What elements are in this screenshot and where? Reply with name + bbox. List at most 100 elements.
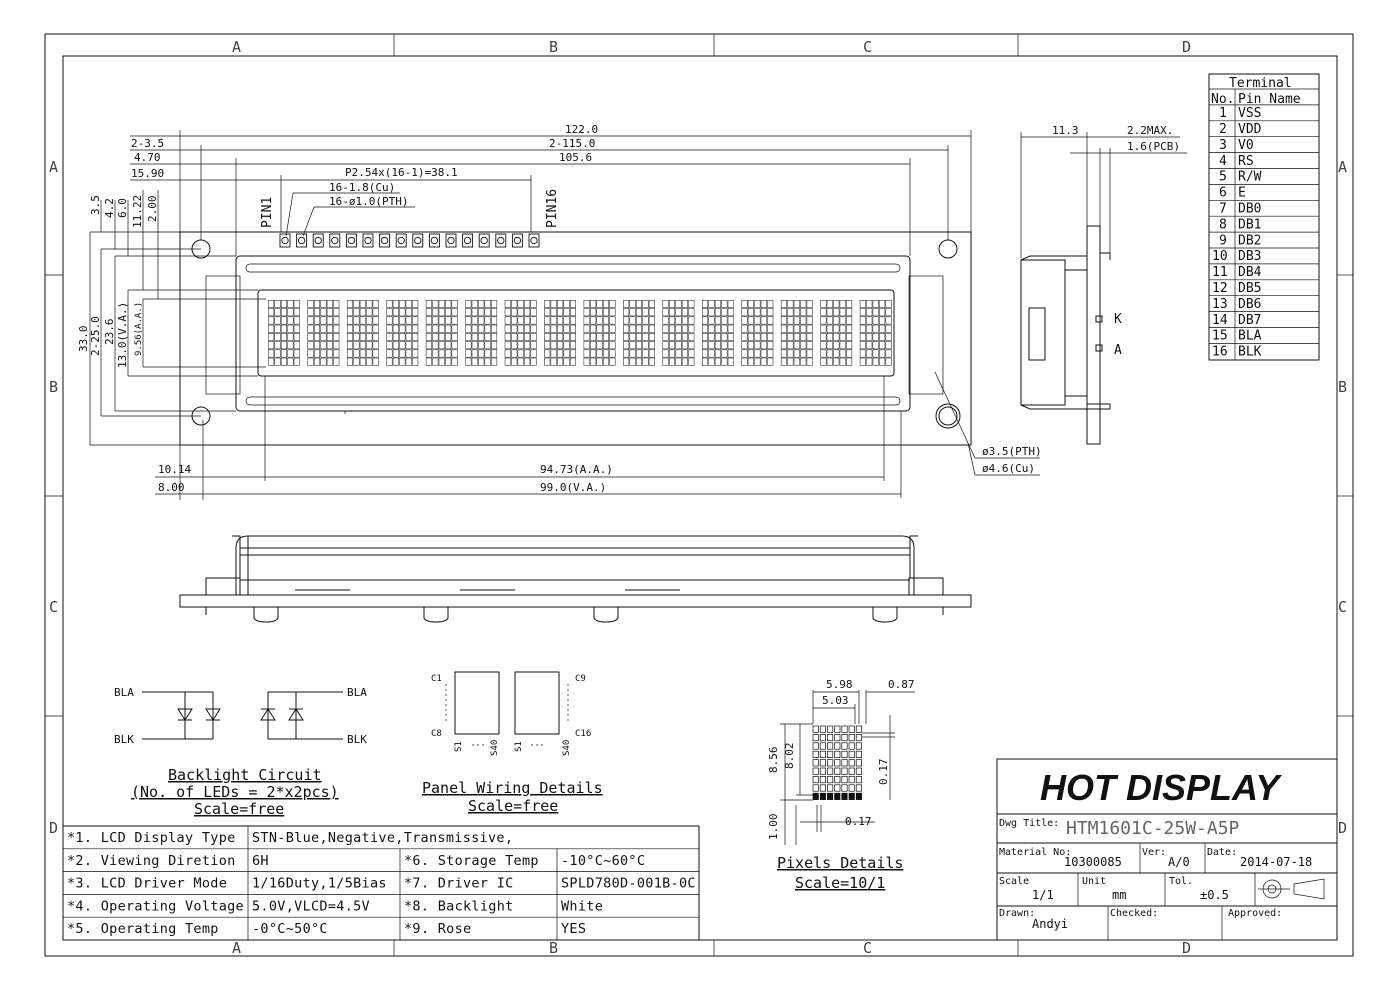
dim-left-1590: 15.90 <box>131 167 164 180</box>
char-cell <box>859 300 892 366</box>
pix-d017v: 0.17 <box>877 759 890 786</box>
terminal-row-pin: R/W <box>1238 170 1262 185</box>
pixel-dot <box>827 750 834 758</box>
pin <box>495 233 507 248</box>
pixel-dot <box>819 784 826 792</box>
pixel-dot <box>834 784 841 792</box>
pix-d856: 8.56 <box>767 747 780 774</box>
pixel-dot <box>841 750 848 758</box>
dim-bezel-width: 105.6 <box>559 151 592 164</box>
pixel-dot <box>855 759 862 767</box>
panel-wiring: C1 C8 C9 C16 S1 S40 S1 S40 Panel Wiring … <box>422 671 603 815</box>
title-block: HOT DISPLAY Dwg Title: HTM1601C-25W-A5P … <box>996 758 1338 941</box>
dwg-title-label: Dwg Title: <box>999 818 1059 829</box>
pixel-dot <box>848 784 855 792</box>
pixel-dot <box>819 759 826 767</box>
pixel-dot <box>855 792 862 800</box>
pixel-dot <box>812 759 819 767</box>
dim-v-42: 4.2 <box>103 198 116 218</box>
dim-pin-pth: 16-ø1.0(PTH) <box>329 195 408 208</box>
pixel-dot <box>848 792 855 800</box>
terminal-row-pin: VSS <box>1238 106 1261 121</box>
terminal-row-no: 11 <box>1212 265 1228 280</box>
date-value: 2014-07-18 <box>1240 855 1312 869</box>
pixels-detail: 5.98 0.87 5.03 8.56 8.02 0.17 1.00 0.17 … <box>767 678 915 892</box>
pix-d017h: 0.17 <box>845 815 872 828</box>
terminal-header-pin: Pin Name <box>1238 92 1301 107</box>
pixel-dot <box>812 767 819 775</box>
row-label-a-right: A <box>1338 158 1347 176</box>
pixel-dot <box>834 742 841 750</box>
col-label-c-top: C <box>863 38 872 56</box>
tol-label: Tol. <box>1169 876 1193 887</box>
dim-v-35: 3.5 <box>89 195 102 215</box>
wiring-scale: Scale=free <box>468 797 558 815</box>
sheet-frame: A B C D A B C D A B C D A B C D <box>44 33 1354 957</box>
row-label-b-left: B <box>49 378 58 396</box>
terminal-row-no: 1 <box>1219 106 1227 121</box>
pixel-dot <box>819 776 826 784</box>
pixel-dot <box>834 734 841 742</box>
backlight-blk-left: BLK <box>114 733 134 746</box>
pixel-dot <box>834 725 841 733</box>
col-label-b-bottom: B <box>549 939 558 957</box>
wiring-c8: C8 <box>431 729 442 739</box>
spec-cell: *4. Operating Voltage <box>67 898 244 914</box>
pix-d802: 8.02 <box>783 743 796 770</box>
dim-v-130: 13.0(V.A.) <box>116 302 129 368</box>
pin <box>462 233 474 248</box>
company-logo: HOT DISPLAY <box>1040 767 1282 808</box>
pin1-label: PIN1 <box>260 197 275 228</box>
pin <box>296 233 308 248</box>
pixel-dot <box>812 734 819 742</box>
bezel-outline <box>235 255 911 412</box>
terminal-row-pin: BLA <box>1238 329 1262 344</box>
char-cell <box>820 300 853 366</box>
pin <box>511 233 523 248</box>
pixel-dot <box>819 750 826 758</box>
pixel-dot <box>841 792 848 800</box>
pixel-dot <box>841 759 848 767</box>
pixel-dot <box>834 767 841 775</box>
dwg-title: HTM1601C-25W-A5P <box>1066 818 1240 839</box>
row-label-a-left: A <box>49 158 58 176</box>
dim-pin-cu: 16-1.8(Cu) <box>329 181 395 194</box>
pin <box>345 233 357 248</box>
pixel-dot <box>827 725 834 733</box>
terminal-row-pin: RS <box>1238 154 1254 169</box>
terminal-row-no: 15 <box>1212 329 1228 344</box>
terminal-row-no: 12 <box>1212 281 1228 296</box>
terminal-row-pin: DB0 <box>1238 202 1261 217</box>
side-a-label: A <box>1114 343 1122 358</box>
terminal-row-no: 8 <box>1219 217 1227 232</box>
checked-label: Checked: <box>1110 908 1158 919</box>
pin <box>329 233 341 248</box>
pixel-dot <box>841 784 848 792</box>
char-cell <box>504 300 537 366</box>
dim-v-236: 23.6 <box>103 319 116 346</box>
char-cell <box>386 300 419 366</box>
pix-d598: 5.98 <box>826 678 853 691</box>
pixel-dot <box>834 759 841 767</box>
terminal-header-no: No. <box>1211 92 1234 107</box>
pixel-dot <box>827 792 834 800</box>
wiring-c9: C9 <box>575 674 586 684</box>
char-cell <box>544 300 577 366</box>
terminal-row-no: 13 <box>1212 297 1228 312</box>
terminal-row-no: 10 <box>1212 249 1228 264</box>
pin <box>445 233 457 248</box>
pixel-dot <box>827 759 834 767</box>
terminal-title: Terminal <box>1229 76 1292 91</box>
char-cell <box>583 300 616 366</box>
dim-v-1122: 11.22 <box>131 195 144 228</box>
dim-left-hole: 2-3.5 <box>131 137 164 150</box>
side-dim-pcb: 1.6(PCB) <box>1127 140 1180 153</box>
pixel-dot <box>848 742 855 750</box>
pixel-dot <box>819 734 826 742</box>
pin <box>362 233 374 248</box>
pixel-dot <box>848 759 855 767</box>
spec-cell: -0°C~50°C <box>252 921 328 937</box>
char-cell <box>425 300 458 366</box>
char-cell <box>465 300 498 366</box>
